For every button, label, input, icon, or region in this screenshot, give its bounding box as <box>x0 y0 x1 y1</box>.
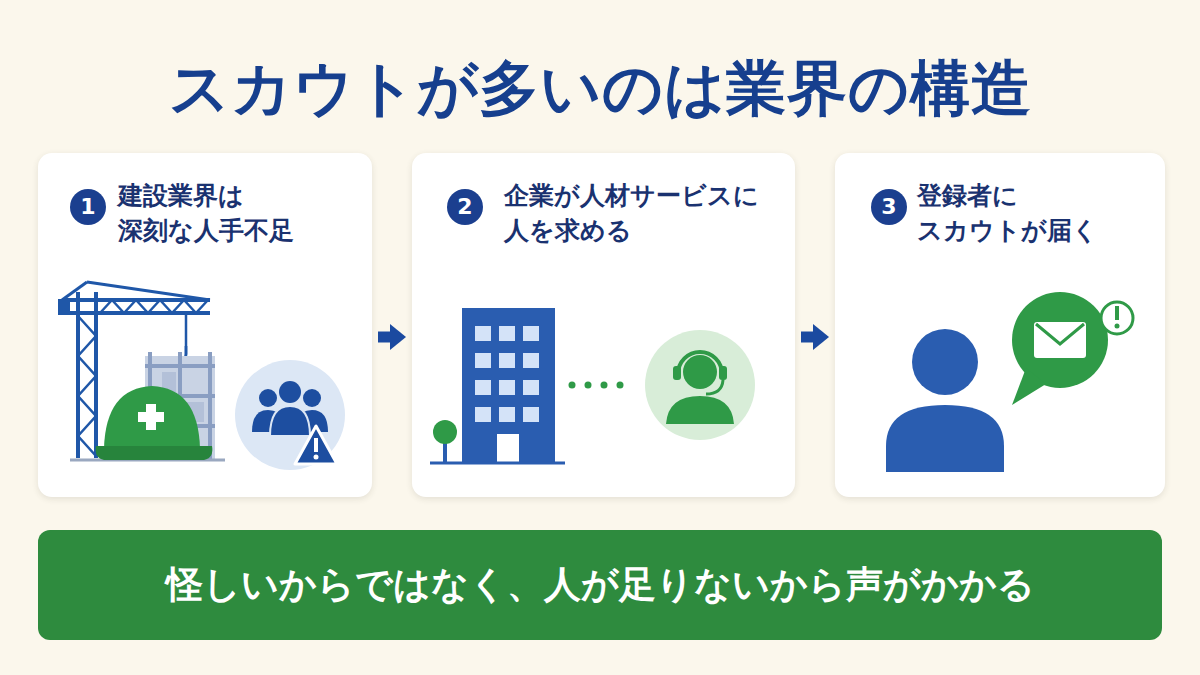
step-card: 企業が人材サービスに 人を求める 2 <box>412 153 795 497</box>
scaffold <box>145 352 215 460</box>
crane <box>62 282 210 458</box>
callout-number: 3 <box>881 196 896 218</box>
title: スカウトが多いのは業界の構造 <box>0 52 1200 124</box>
ground-line <box>70 459 225 462</box>
callout-number: 1 <box>80 196 95 218</box>
step-heading: 建設業界は 深刻な人手不足 <box>118 179 368 249</box>
person-icon <box>886 329 1004 472</box>
counterweight <box>58 299 70 315</box>
message-text: 怪しいからではなく、人が足りないから声がかかる <box>166 563 1035 607</box>
message-band: 怪しいからではなく、人が足りないから声がかかる <box>38 530 1162 640</box>
step-heading: 企業が人材サービスに 人を求める <box>504 179 786 249</box>
flow-arrow <box>801 324 829 350</box>
helmet <box>96 386 213 460</box>
flow-arrow <box>378 324 406 350</box>
workers-shortage-icon <box>235 360 345 470</box>
step-card: 登録者に スカウトが届く 3 <box>835 153 1165 497</box>
dotted-link <box>569 382 624 389</box>
step-card: 建設業界は 深刻な人手不足 1 <box>38 153 372 497</box>
agent-icon <box>645 330 755 440</box>
step-number-circle: 3 <box>871 189 907 225</box>
step-number-circle: 2 <box>447 189 483 225</box>
step-number-circle: 1 <box>70 189 106 225</box>
callout-number: 2 <box>457 196 472 218</box>
step-heading: 登録者に スカウトが届く <box>917 179 1157 249</box>
office-building <box>430 308 565 463</box>
message-bubble <box>1012 292 1133 405</box>
